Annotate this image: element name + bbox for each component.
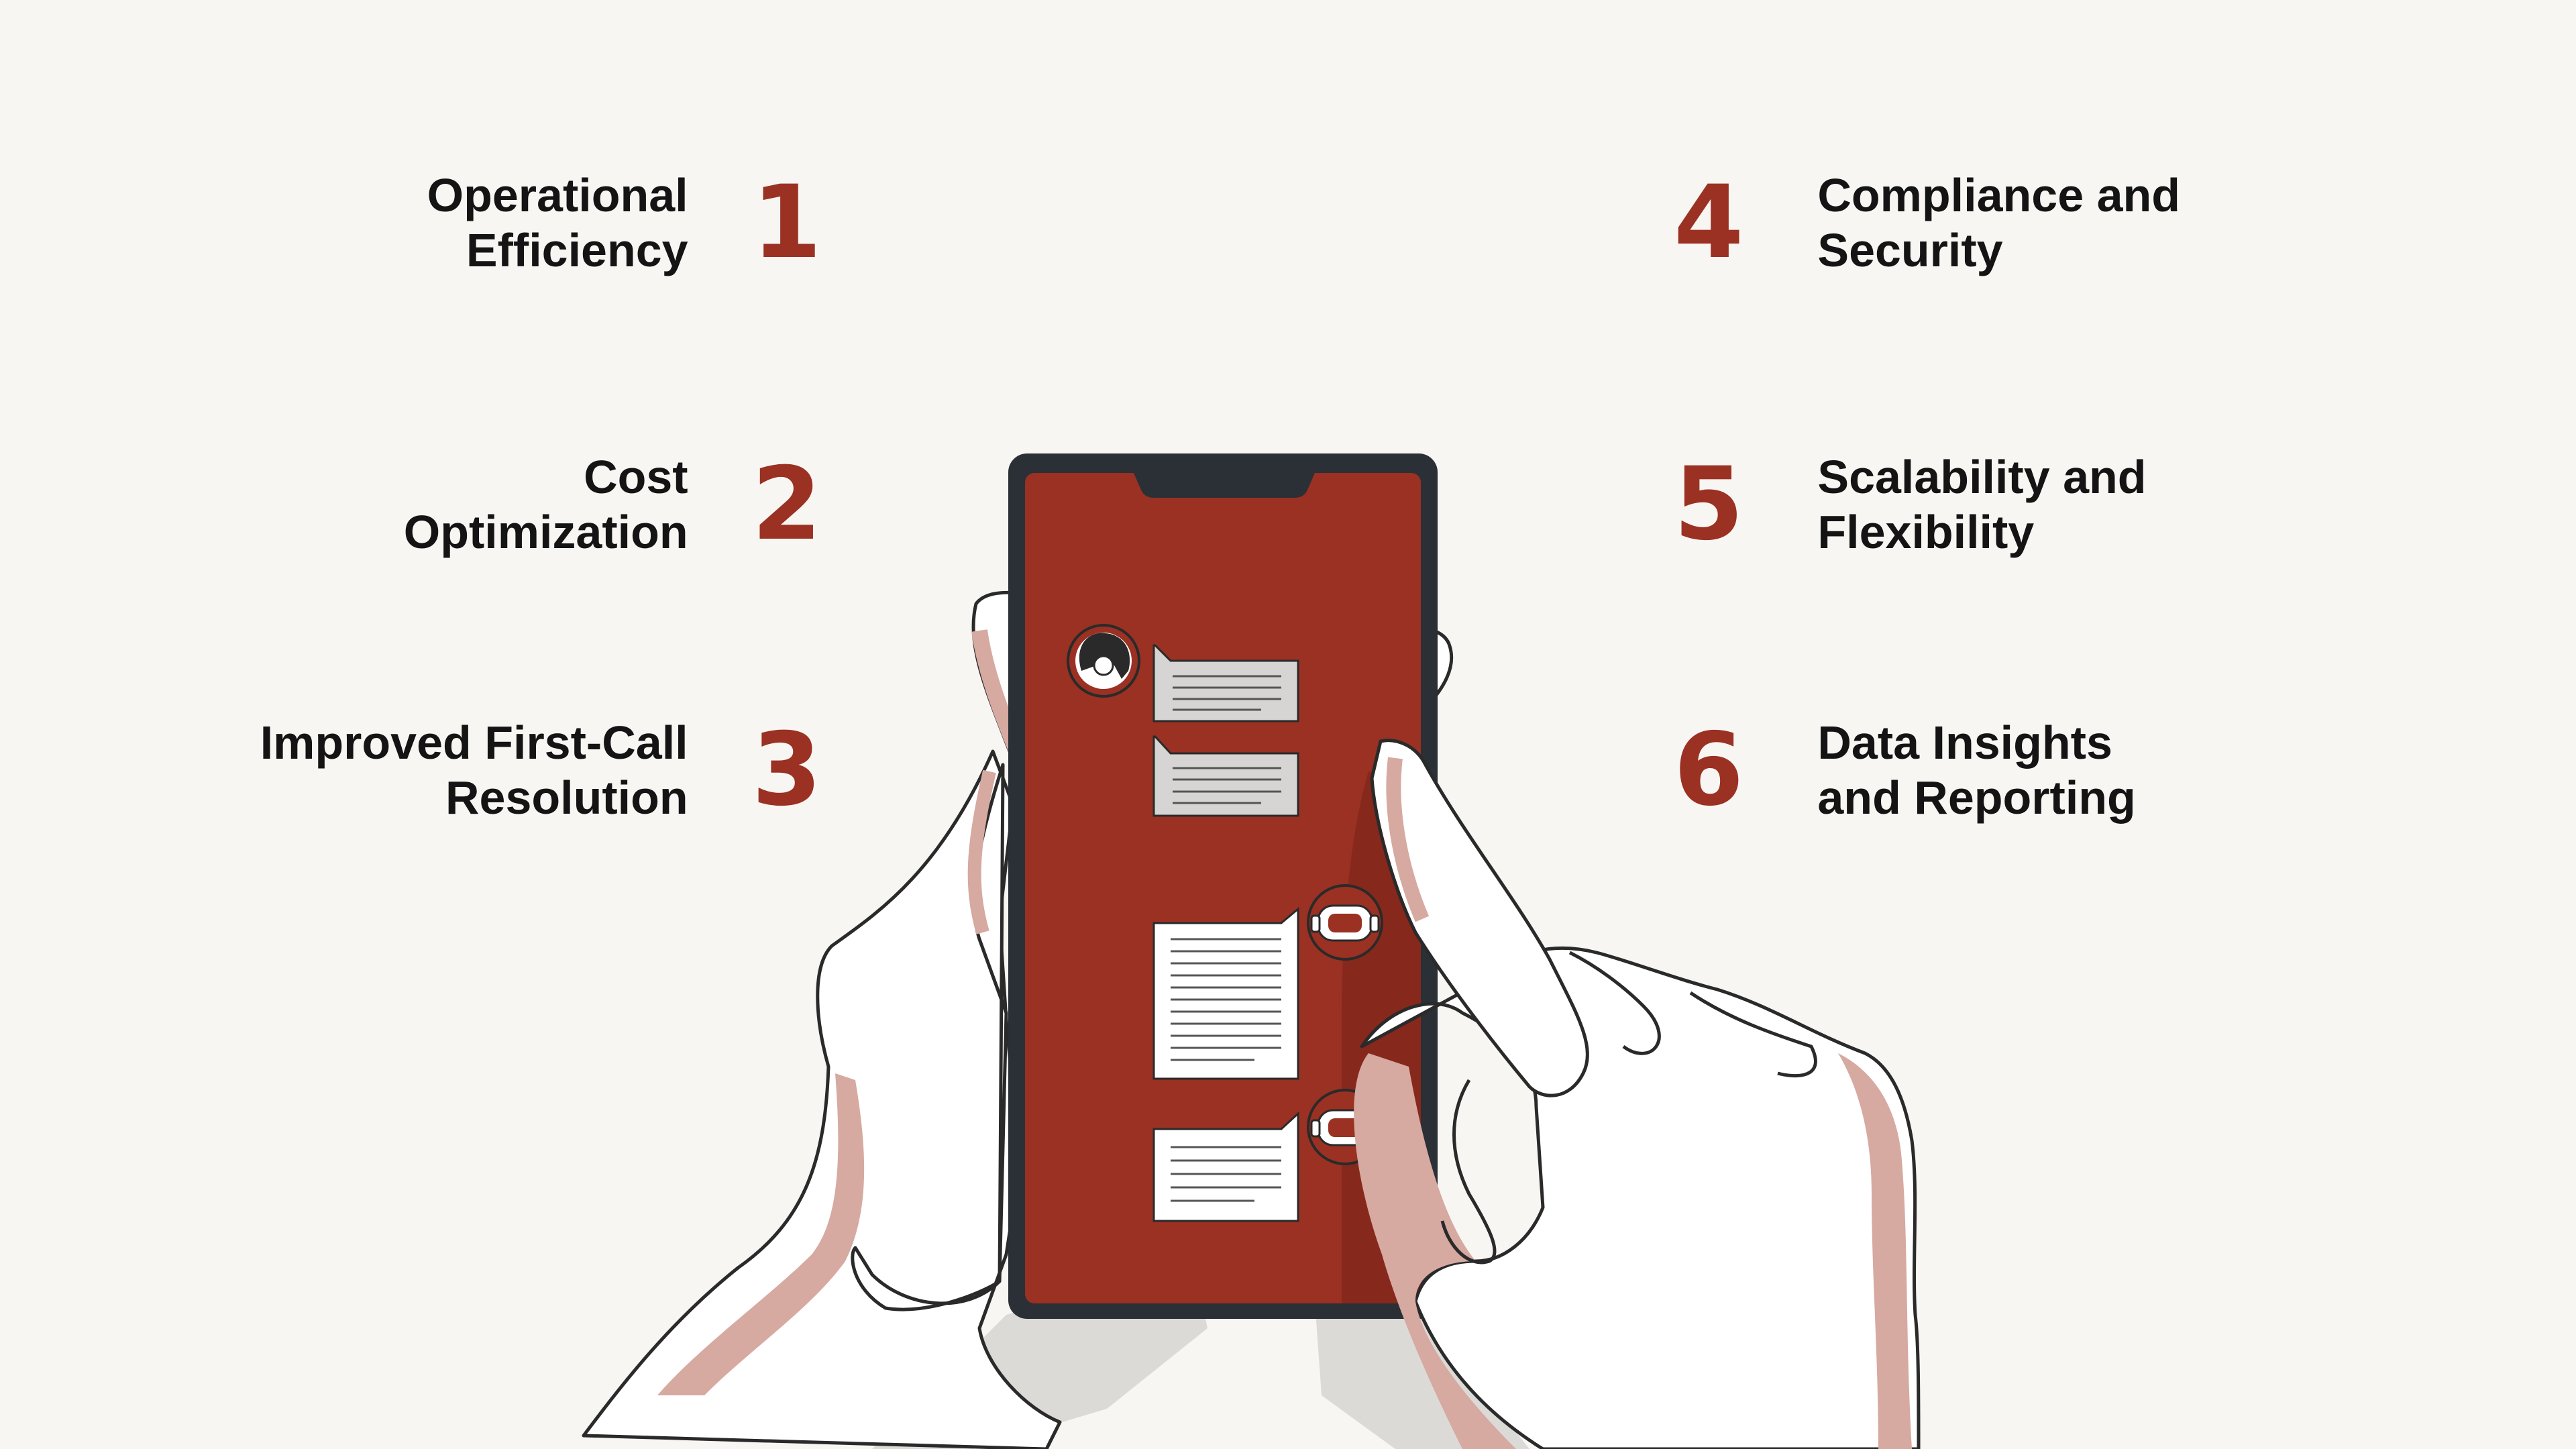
item-6: 6 Data Insights and Reporting	[1674, 715, 2136, 825]
bot-message-bubble	[1152, 1111, 1299, 1222]
right-hand	[1354, 739, 1921, 1449]
item-5-label: Scalability and Flexibility	[1817, 449, 2146, 559]
chat-conversation	[1067, 624, 1383, 1222]
item-3-label: Improved First-Call Resolution	[260, 715, 688, 825]
item-5-number: 5	[1674, 446, 1744, 563]
customer-avatar-icon	[1067, 624, 1140, 698]
item-4-label: Compliance and Security	[1817, 168, 2180, 278]
bot-message-bubble	[1152, 906, 1299, 1080]
customer-message-bubble	[1152, 735, 1299, 817]
left-hand-front	[851, 763, 1008, 1311]
item-2-number: 2	[751, 446, 822, 563]
item-2-label: Cost Optimization	[404, 449, 688, 559]
item-6-label-line2: and Reporting	[1817, 771, 2136, 824]
item-3-label-line2: Resolution	[445, 771, 688, 824]
item-4: 4 Compliance and Security	[1674, 168, 2180, 278]
item-4-label-line1: Compliance and	[1817, 169, 2181, 221]
item-2-label-line2: Optimization	[403, 506, 688, 558]
item-1: Operational Efficiency 1	[427, 168, 822, 278]
item-1-label-line1: Operational	[427, 169, 688, 221]
item-6-number: 6	[1674, 712, 1744, 828]
item-1-label: Operational Efficiency	[427, 168, 688, 278]
item-1-number: 1	[751, 164, 822, 281]
item-4-number: 4	[1674, 164, 1744, 281]
item-6-label: Data Insights and Reporting	[1817, 715, 2135, 825]
item-2-label-line1: Cost	[584, 451, 688, 503]
customer-message-bubble	[1152, 644, 1299, 722]
item-5-label-line1: Scalability and	[1817, 451, 2147, 503]
item-5: 5 Scalability and Flexibility	[1674, 449, 2147, 559]
item-3-number: 3	[751, 712, 822, 828]
item-6-label-line1: Data Insights	[1817, 716, 2112, 769]
item-4-label-line2: Security	[1817, 224, 2003, 276]
robot-agent-icon	[1307, 884, 1383, 961]
item-2: Cost Optimization 2	[404, 449, 822, 559]
item-3-label-line1: Improved First-Call	[260, 716, 688, 769]
item-5-label-line2: Flexibility	[1817, 506, 2035, 558]
item-3: Improved First-Call Resolution 3	[260, 715, 822, 825]
item-1-label-line2: Efficiency	[466, 224, 688, 276]
